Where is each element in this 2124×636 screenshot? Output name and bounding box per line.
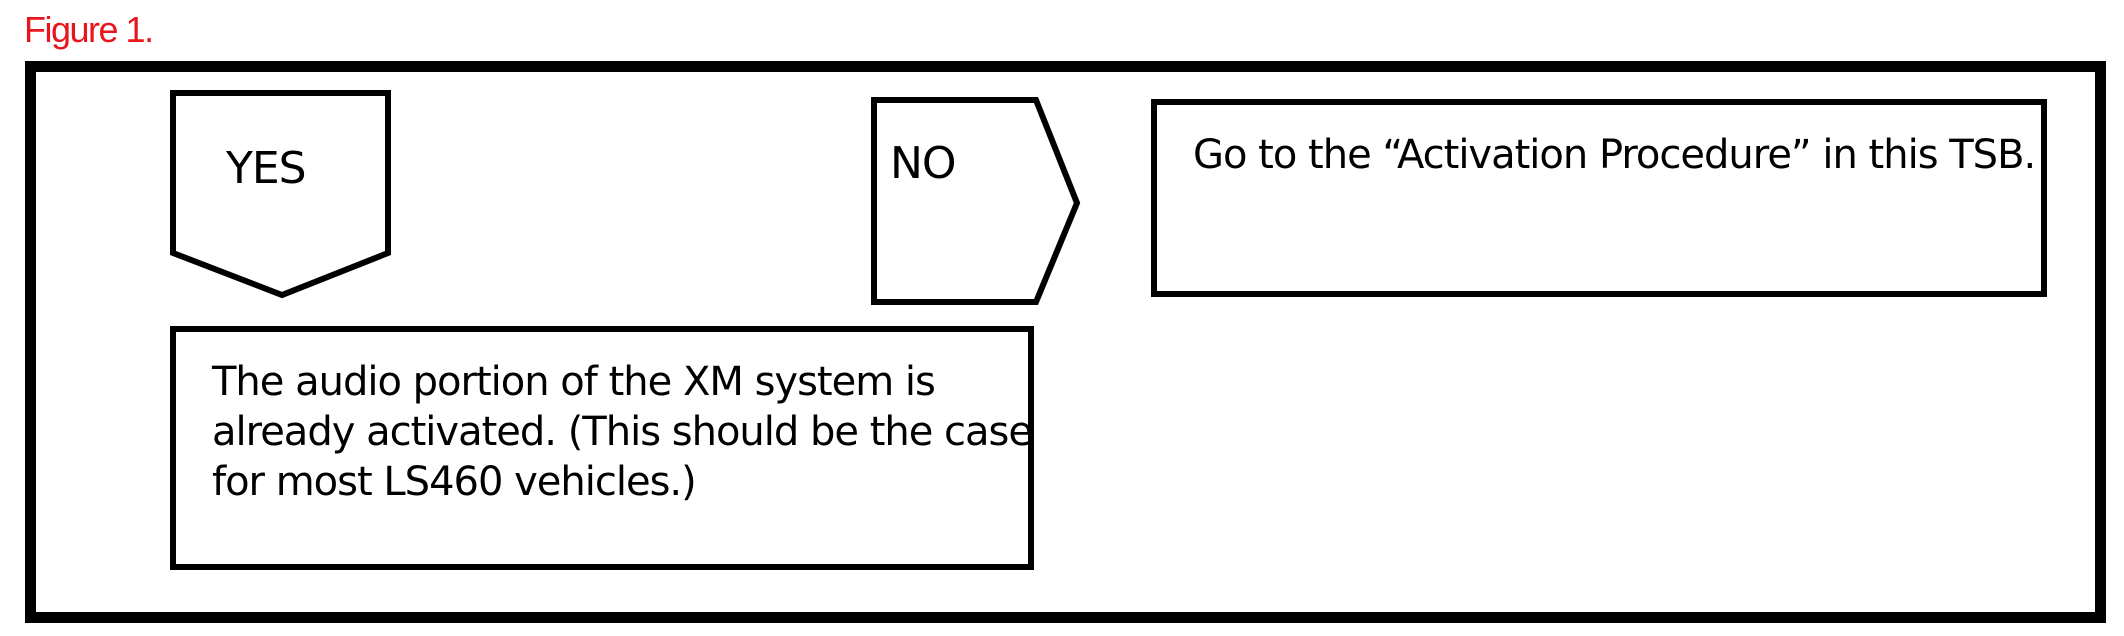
audio-activated-box: The audio portion of the XM system is al… <box>170 326 1034 570</box>
yes-label: YES <box>226 143 307 194</box>
figure-label: Figure 1. <box>24 9 154 50</box>
audio-activated-text: The audio portion of the XM system is al… <box>212 357 1033 507</box>
yes-arrow-shape <box>170 90 391 299</box>
activation-procedure-text: Go to the “Activation Procedure” in this… <box>1193 132 2036 178</box>
audio-activated-line-2: already activated. (This should be the c… <box>212 409 1033 455</box>
audio-activated-line-3: for most LS460 vehicles.) <box>212 459 697 505</box>
audio-activated-line-1: The audio portion of the XM system is <box>212 359 936 405</box>
no-arrow-shape <box>871 97 1081 305</box>
activation-procedure-box: Go to the “Activation Procedure” in this… <box>1151 99 2047 297</box>
no-label: NO <box>890 138 957 189</box>
diagram-frame <box>25 61 2106 623</box>
